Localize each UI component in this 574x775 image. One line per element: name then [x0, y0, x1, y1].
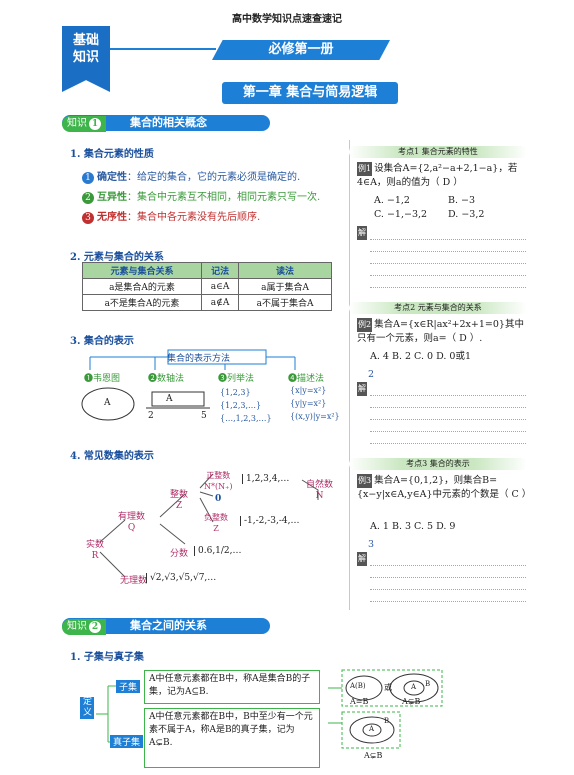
- fractions: 分数: [170, 549, 189, 559]
- example-3-options: A. 1 B. 3 C. 5 D. 9: [370, 521, 456, 532]
- page-header: 高中数学知识点速查速记: [232, 14, 342, 25]
- method-enum: ❸列举法: [218, 374, 255, 384]
- topic-1-bar: 考点1 集合元素的特性: [349, 146, 527, 158]
- venn2-inner-label: A: [369, 725, 375, 733]
- enum-examples: {1,2,3}{1,2,3,…}{…,1,2,3,…}: [220, 388, 272, 423]
- table-cell: a不属于集合A: [238, 294, 332, 311]
- venn-equal: [345, 675, 383, 701]
- definition-bracket: [96, 685, 116, 743]
- volume-rule: [110, 48, 216, 50]
- venn-ellipse: [81, 387, 135, 421]
- knowledge-2-title: 集合之间的关系: [130, 619, 207, 632]
- venn1-inner: A: [411, 683, 417, 691]
- number-set-tree: [99, 473, 345, 578]
- axis-left: 2: [148, 411, 154, 421]
- venn2-outer: [349, 716, 395, 744]
- definition-tag: 定义: [80, 697, 94, 719]
- proper-subset-tag: 真子集: [110, 735, 144, 748]
- badge-line1: 基础: [72, 33, 99, 48]
- venn-label: A: [104, 398, 111, 408]
- section-element-properties: 1. 集合元素的性质: [70, 149, 154, 160]
- venn-inner-a: [403, 680, 425, 696]
- venn-outer-b: [389, 673, 439, 703]
- table-header: 记法: [201, 262, 240, 279]
- table-cell: a∉A: [201, 294, 240, 311]
- subset-venn-diagrams: [328, 669, 443, 749]
- table-header: 元素与集合关系: [81, 262, 203, 279]
- positive-values: 1,2,3,4,…: [242, 474, 289, 484]
- solution-3-label: 解: [357, 552, 369, 566]
- venn1-ab: A(B): [350, 682, 366, 690]
- axis-set-label: A: [166, 394, 173, 404]
- table-cell: a是集合A的元素: [81, 278, 203, 295]
- example-2-options: A. 4 B. 2 C. 0 D. 0或1: [370, 351, 471, 362]
- chapter-title: 第一章 集合与简易逻辑: [222, 82, 398, 104]
- example-2-answer: 2: [368, 369, 375, 380]
- axis-box: [151, 391, 205, 407]
- example-3-answer: 3: [368, 539, 375, 550]
- venn1-or: 或: [384, 683, 392, 692]
- topic-2-bar: 考点2 元素与集合的关系: [349, 302, 527, 314]
- table-cell: a属于集合A: [238, 278, 332, 295]
- section-subsets: 1. 子集与真子集: [70, 652, 144, 663]
- method-desc: ❹描述法: [288, 374, 325, 384]
- caption-proper-2: A⊊B: [364, 751, 383, 760]
- right-panel-border: [349, 140, 350, 610]
- section-set-representation: 3. 集合的表示: [70, 336, 134, 347]
- venn2-inner: [362, 723, 382, 737]
- axis-right: 5: [201, 411, 207, 421]
- method-axis: ❷数轴法: [148, 374, 185, 384]
- representation-center: 集合的表示方法: [167, 354, 231, 364]
- caption-proper: A⊊B: [402, 697, 421, 706]
- solution-3-lines: [370, 554, 526, 602]
- volume-title: 必修第一册: [212, 40, 390, 60]
- irrational-numbers: 无理数: [120, 576, 148, 586]
- venn2-outer-label: B: [384, 717, 390, 725]
- caption-equal: A=B: [350, 697, 369, 706]
- zero: 0: [215, 494, 222, 504]
- basic-knowledge-badge: 基础知识: [62, 26, 110, 92]
- venn1-outer: B: [425, 680, 431, 688]
- proper-subset-definition: A中任意元素都在B中，B中至少有一个元素不属于A，称A是B的真子集，记为A⊊B.: [144, 708, 320, 768]
- solution-1-lines: [370, 228, 526, 288]
- negative-values: -1,-2,-3,-4,…: [240, 516, 300, 526]
- subset-definition: A中任意元素都在B中，称A是集合B的子集，记为A⊆B.: [144, 670, 320, 704]
- table-cell: a不是集合A的元素: [81, 294, 203, 311]
- solution-1-label: 解: [357, 226, 369, 240]
- solution-2-label: 解: [357, 382, 369, 396]
- desc-examples: {x|y=x²}{y|y=x²}{(x,y)|y=x²}: [290, 386, 340, 421]
- fraction-values: 0.6,1/2,…: [194, 546, 242, 556]
- method-venn: ❶韦恩图: [84, 374, 121, 384]
- knowledge-1-title: 集合的相关概念: [130, 116, 207, 129]
- representation-diagram: [81, 349, 296, 421]
- subset-tag: 子集: [116, 680, 141, 693]
- table-cell: a∈A: [201, 278, 240, 295]
- badge-line2: 知识: [72, 50, 99, 65]
- irrational-values: √2,√3,√5,√7,…: [146, 573, 216, 583]
- section-number-sets: 4. 常见数集的表示: [70, 451, 154, 462]
- solution-2-lines: [370, 384, 526, 444]
- section-element-set-relation: 2. 元素与集合的关系: [70, 252, 164, 263]
- topic-3-bar: 考点3 集合的表示: [349, 458, 527, 470]
- table-header: 读法: [238, 262, 332, 279]
